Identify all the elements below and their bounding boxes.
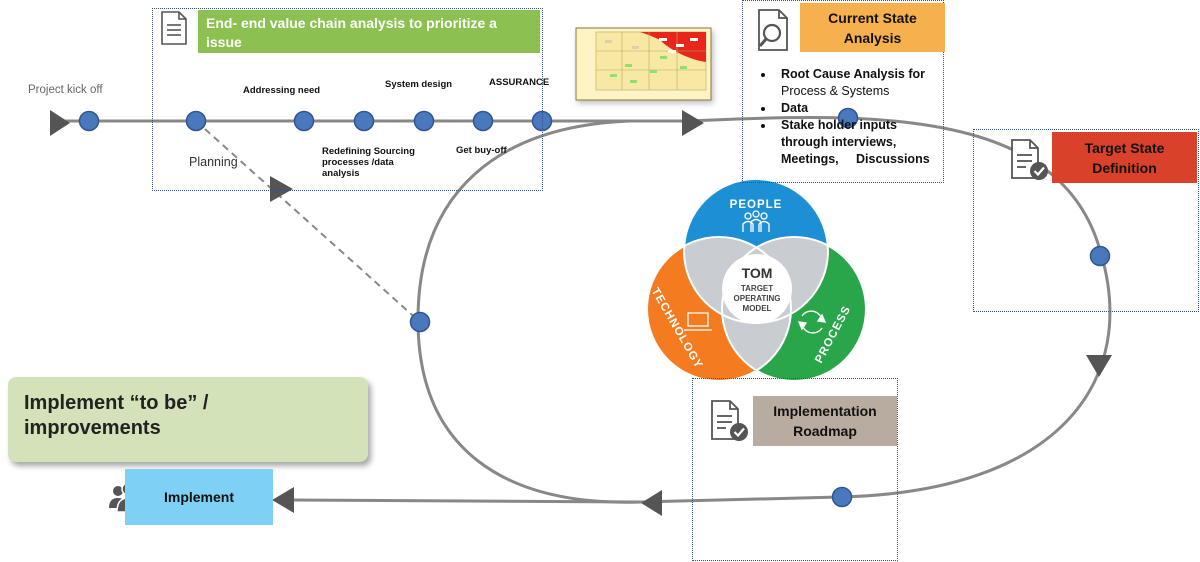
kickoff-arrow <box>50 110 70 136</box>
node-redefining <box>353 110 375 132</box>
document-check-icon <box>1008 138 1050 182</box>
current-state-title: Current State Analysis <box>800 3 945 52</box>
node-planning <box>185 110 207 132</box>
implement-to-be-box: Implement “to be” / improvements <box>8 377 368 462</box>
current-state-arrow <box>682 110 704 136</box>
heatmap-thumbnail <box>575 27 712 101</box>
implement-to-be-text: Implement “to be” / improvements <box>24 392 209 439</box>
node-loop-left <box>409 311 431 333</box>
step-redefining-label: Redefining Sourcing processes /data anal… <box>322 146 415 179</box>
node-target-state <box>1089 245 1111 267</box>
tom-center-title: TOM <box>742 265 773 281</box>
node-system-design <box>413 110 435 132</box>
current-state-bullet-3: Stake holder inputs through interviews, … <box>775 117 943 168</box>
current-state-bullets: Root Cause Analysis for Process & System… <box>753 66 943 168</box>
step-system-design-label: System design <box>385 79 453 90</box>
roadmap-title: Implementation Roadmap <box>753 396 897 446</box>
value-chain-box <box>152 8 543 191</box>
tom-center-sub1: TARGET <box>741 284 773 293</box>
step-addressing-label: Addressing need <box>243 85 321 96</box>
tom-center-sub3: MODEL <box>743 304 772 313</box>
node-current-state <box>837 107 859 129</box>
target-state-down-arrow <box>1086 355 1112 377</box>
kickoff-label: Project kick off <box>28 84 103 96</box>
document-icon <box>160 11 188 45</box>
tom-center <box>722 254 792 324</box>
implement-left-arrow <box>272 487 294 513</box>
current-state-bullet-2: Data <box>775 100 943 117</box>
node-kickoff <box>78 110 100 132</box>
tom-venn: TOM TARGET OPERATING MODEL PEOPLE TECHNO… <box>646 178 867 382</box>
implement-line <box>289 498 641 504</box>
timeline-nodes <box>78 107 1111 508</box>
tom-center-sub2: OPERATING <box>734 294 781 303</box>
current-state-box <box>742 0 944 183</box>
people-icon <box>742 210 770 232</box>
cycle-icon <box>797 310 827 334</box>
target-state-title: Target State Definition <box>1052 132 1197 183</box>
planning-arrow <box>270 176 293 202</box>
step-assurance-label: ASSURANCE <box>489 77 550 88</box>
step-planning-label: Planning <box>189 155 238 169</box>
people-label: PEOPLE <box>730 199 783 211</box>
value-chain-title: End- end value chain analysis to priorit… <box>198 10 540 53</box>
roadmap-box <box>692 378 898 561</box>
target-state-box <box>973 129 1199 312</box>
node-buy-off <box>472 110 494 132</box>
node-addressing <box>293 110 315 132</box>
implement-label: Implement <box>125 469 273 525</box>
document-search-icon <box>755 8 793 52</box>
step-buy-off-label: Get buy-off <box>456 145 507 156</box>
current-state-bullet-1: Root Cause Analysis for Process & System… <box>775 66 943 100</box>
roadmap-left-arrow <box>641 490 662 516</box>
planning-dashed-line <box>195 120 421 323</box>
laptop-icon <box>684 312 712 331</box>
lifecycle-loop <box>416 116 1112 504</box>
node-roadmap <box>831 486 853 508</box>
roadmap-document-check-icon <box>708 399 750 443</box>
